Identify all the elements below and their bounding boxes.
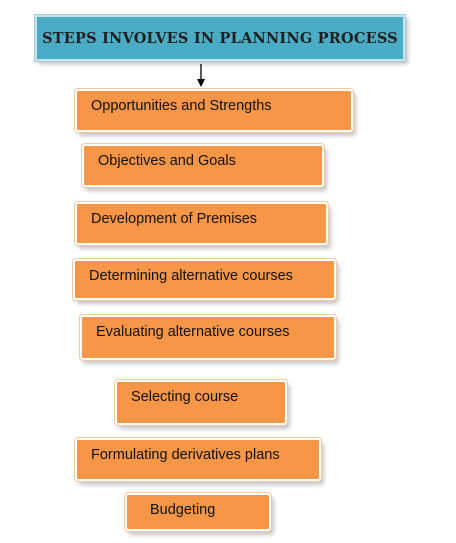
step-determining-alternative-courses: Determining alternative courses bbox=[72, 258, 337, 301]
diagram-title: STEPS INVOLVES IN PLANNING PROCESS bbox=[42, 29, 398, 47]
step-objectives-and-goals: Objectives and Goals bbox=[81, 143, 325, 188]
step-budgeting: Budgeting bbox=[124, 492, 272, 532]
step-formulating-derivatives-plans: Formulating derivatives plans bbox=[74, 437, 322, 482]
down-arrow-icon bbox=[197, 64, 205, 87]
step-selecting-course: Selecting course bbox=[114, 379, 288, 426]
step-opportunities-and-strengths: Opportunities and Strengths bbox=[74, 88, 354, 133]
title-box: STEPS INVOLVES IN PLANNING PROCESS bbox=[34, 14, 406, 62]
step-development-of-premises: Development of Premises bbox=[74, 201, 329, 246]
step-evaluating-alternative-courses: Evaluating alternative courses bbox=[79, 314, 337, 361]
